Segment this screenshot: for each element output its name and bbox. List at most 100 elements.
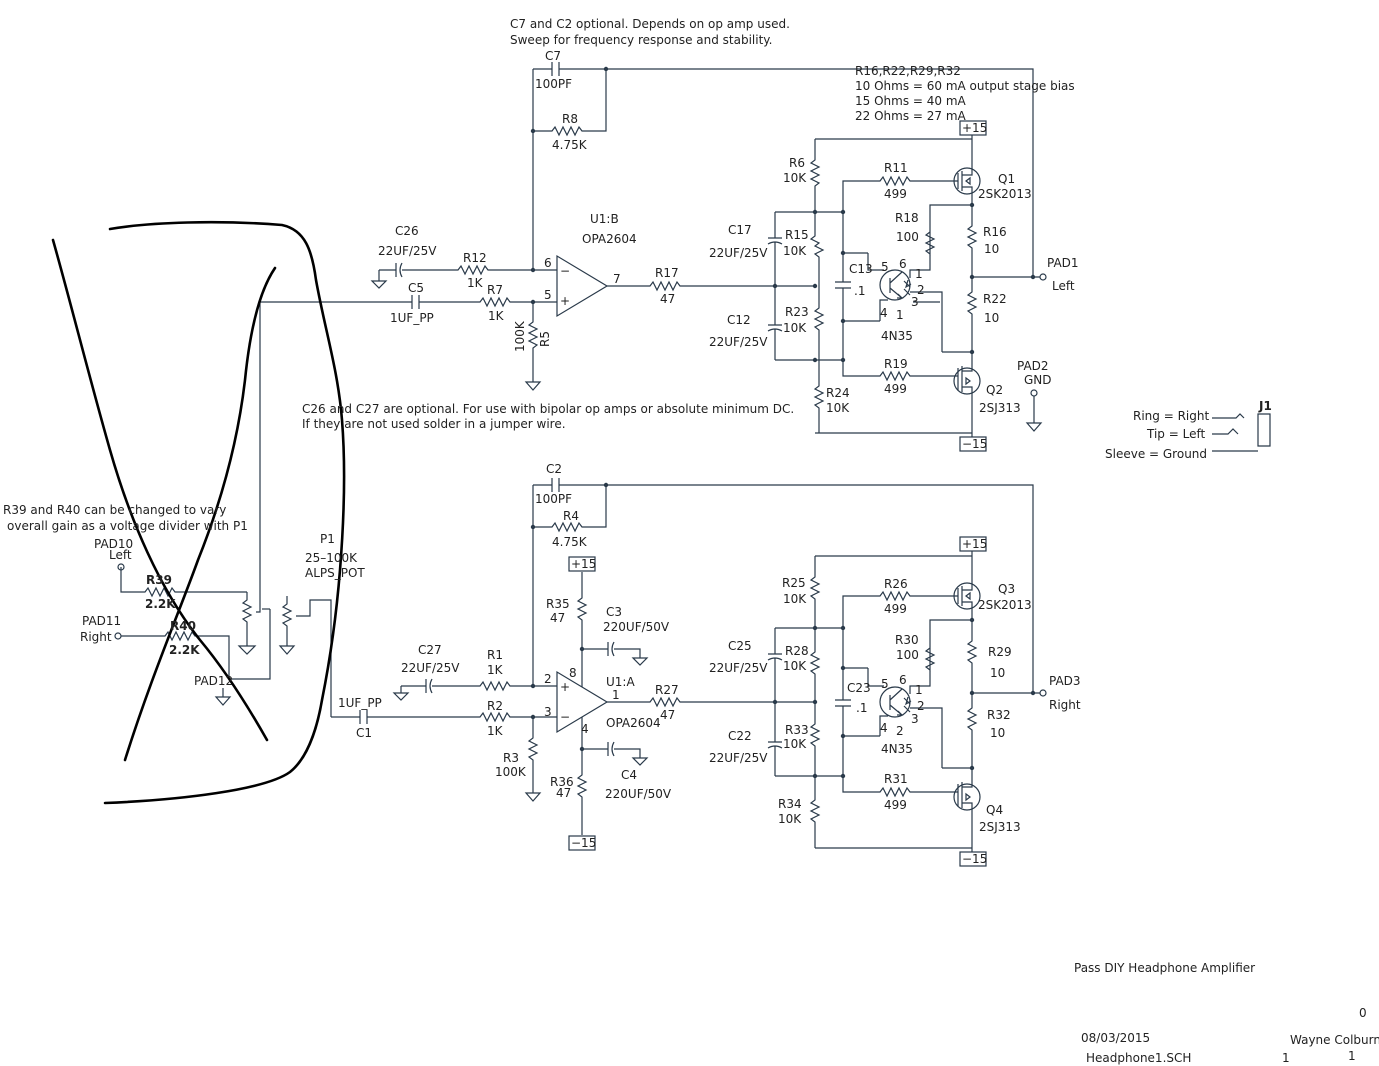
label-r15: R15: [785, 228, 809, 242]
bottom-channel: + −: [331, 478, 1047, 867]
label-c4: C4: [621, 768, 637, 782]
svg-text:+: +: [560, 294, 570, 308]
label-r4: R4: [563, 509, 579, 523]
label-q1: Q1: [998, 172, 1015, 186]
value-pad11: Right: [80, 630, 112, 644]
label-p1: P1: [320, 532, 335, 546]
label-r22: R22: [983, 292, 1007, 306]
opto-pin2b-b: 2: [896, 724, 904, 738]
headphone-jack-j1: [1212, 413, 1271, 452]
value-r6: 10K: [783, 171, 807, 185]
label-r18: R18: [895, 211, 919, 225]
label-r2: R2: [487, 699, 503, 713]
label-q2: Q2: [986, 383, 1003, 397]
value-c26: 22UF/25V: [378, 244, 437, 258]
note-bias-line4: 22 Ohms = 27 mA: [855, 109, 967, 123]
label-r3: R3: [503, 751, 519, 765]
label-u1b: U1:B: [590, 212, 619, 226]
value-r30: 100: [896, 648, 919, 662]
label-r39: R39: [146, 573, 172, 587]
label-c27: C27: [418, 643, 442, 657]
value-pad1: Left: [1052, 279, 1075, 293]
label-r5: R5: [538, 331, 552, 347]
value-r2: 1K: [487, 724, 504, 738]
pin-5: 5: [544, 288, 552, 302]
part-q4: 2SJ313: [979, 820, 1021, 834]
value-r25: 10K: [783, 592, 807, 606]
opto-pin5-b: 5: [881, 677, 889, 691]
label-r25: R25: [782, 576, 806, 590]
label-c13: C13: [849, 262, 873, 276]
title-block-sheet: 1: [1282, 1051, 1290, 1065]
label-r35: R35: [546, 597, 570, 611]
title-block-title: Pass DIY Headphone Amplifier: [1074, 961, 1255, 975]
label-r23: R23: [785, 305, 809, 319]
rail-neg-opamp: −15: [571, 836, 596, 850]
label-4n35-top: 4N35: [881, 329, 913, 343]
value-r39: 2.2K: [145, 597, 176, 611]
value-p1: 25–100K: [305, 551, 358, 565]
title-block-date: 08/03/2015: [1081, 1031, 1150, 1045]
input-section: [114, 301, 332, 717]
value-r33: 10K: [783, 737, 807, 751]
label-r17: R17: [655, 266, 679, 280]
rail-pos-bottom: +15: [962, 537, 987, 551]
value-r7: 1K: [488, 309, 505, 323]
label-r31: R31: [884, 772, 908, 786]
svg-text:+: +: [560, 680, 570, 694]
value-r16: 10: [984, 242, 999, 256]
note-bias-line2: 10 Ohms = 60 mA output stage bias: [855, 79, 1075, 93]
label-r11: R11: [884, 161, 908, 175]
label-r28: R28: [785, 644, 809, 658]
label-c7: C7: [545, 49, 561, 63]
label-pad1: PAD1: [1047, 256, 1079, 270]
opto-pin1: 1: [915, 267, 923, 281]
rail-pos-opamp: +15: [571, 557, 596, 571]
value-r5: 100K: [513, 320, 527, 352]
part-q1: 2SK2013: [978, 187, 1032, 201]
value-r29: 10: [990, 666, 1005, 680]
note-c7c2-line2: Sweep for frequency response and stabili…: [510, 33, 773, 47]
pin-4: 4: [581, 722, 589, 736]
label-q3: Q3: [998, 582, 1015, 596]
rail-neg-bottom: −15: [962, 852, 987, 866]
label-r1: R1: [487, 648, 503, 662]
pin-2: 2: [544, 672, 552, 686]
label-r40: R40: [170, 619, 196, 633]
label-c23: C23: [847, 681, 871, 695]
value-r35: 47: [550, 611, 565, 625]
label-r19: R19: [884, 357, 908, 371]
opto-pin2: 2: [917, 283, 925, 297]
value-r17: 47: [660, 292, 675, 306]
label-u1a: U1:A: [606, 675, 635, 689]
label-c22: C22: [728, 729, 752, 743]
opto-pin4: 4: [880, 306, 888, 320]
label-r6: R6: [789, 156, 805, 170]
value-r34: 10K: [778, 812, 802, 826]
value-pad2: GND: [1024, 373, 1052, 387]
label-r16: R16: [983, 225, 1007, 239]
label-r26: R26: [884, 577, 908, 591]
value-r3: 100K: [495, 765, 527, 779]
label-4n35-bottom: 4N35: [881, 742, 913, 756]
label-r34: R34: [778, 797, 802, 811]
pin-6: 6: [544, 256, 552, 270]
label-pad10: PAD10: [94, 537, 133, 551]
value-c1: 1UF_PP: [338, 696, 382, 710]
jack-ring: Ring = Right: [1133, 409, 1209, 423]
opto-pin1b: 1: [896, 308, 904, 322]
value-pad10: Left: [109, 548, 132, 562]
opto-pin3: 3: [911, 295, 919, 309]
value-r18: 100: [896, 230, 919, 244]
value-c23: .1: [856, 701, 867, 715]
value-r26: 499: [884, 602, 907, 616]
opto-pin5: 5: [881, 260, 889, 274]
label-c5: C5: [408, 281, 424, 295]
part-q3: 2SK2013: [978, 598, 1032, 612]
label-c25: C25: [728, 639, 752, 653]
value-c2: 100PF: [535, 492, 572, 506]
opto-pin4-b: 4: [880, 721, 888, 735]
value-c22: 22UF/25V: [709, 751, 768, 765]
value-r27: 47: [660, 708, 675, 722]
top-channel: − +: [267, 62, 1047, 452]
